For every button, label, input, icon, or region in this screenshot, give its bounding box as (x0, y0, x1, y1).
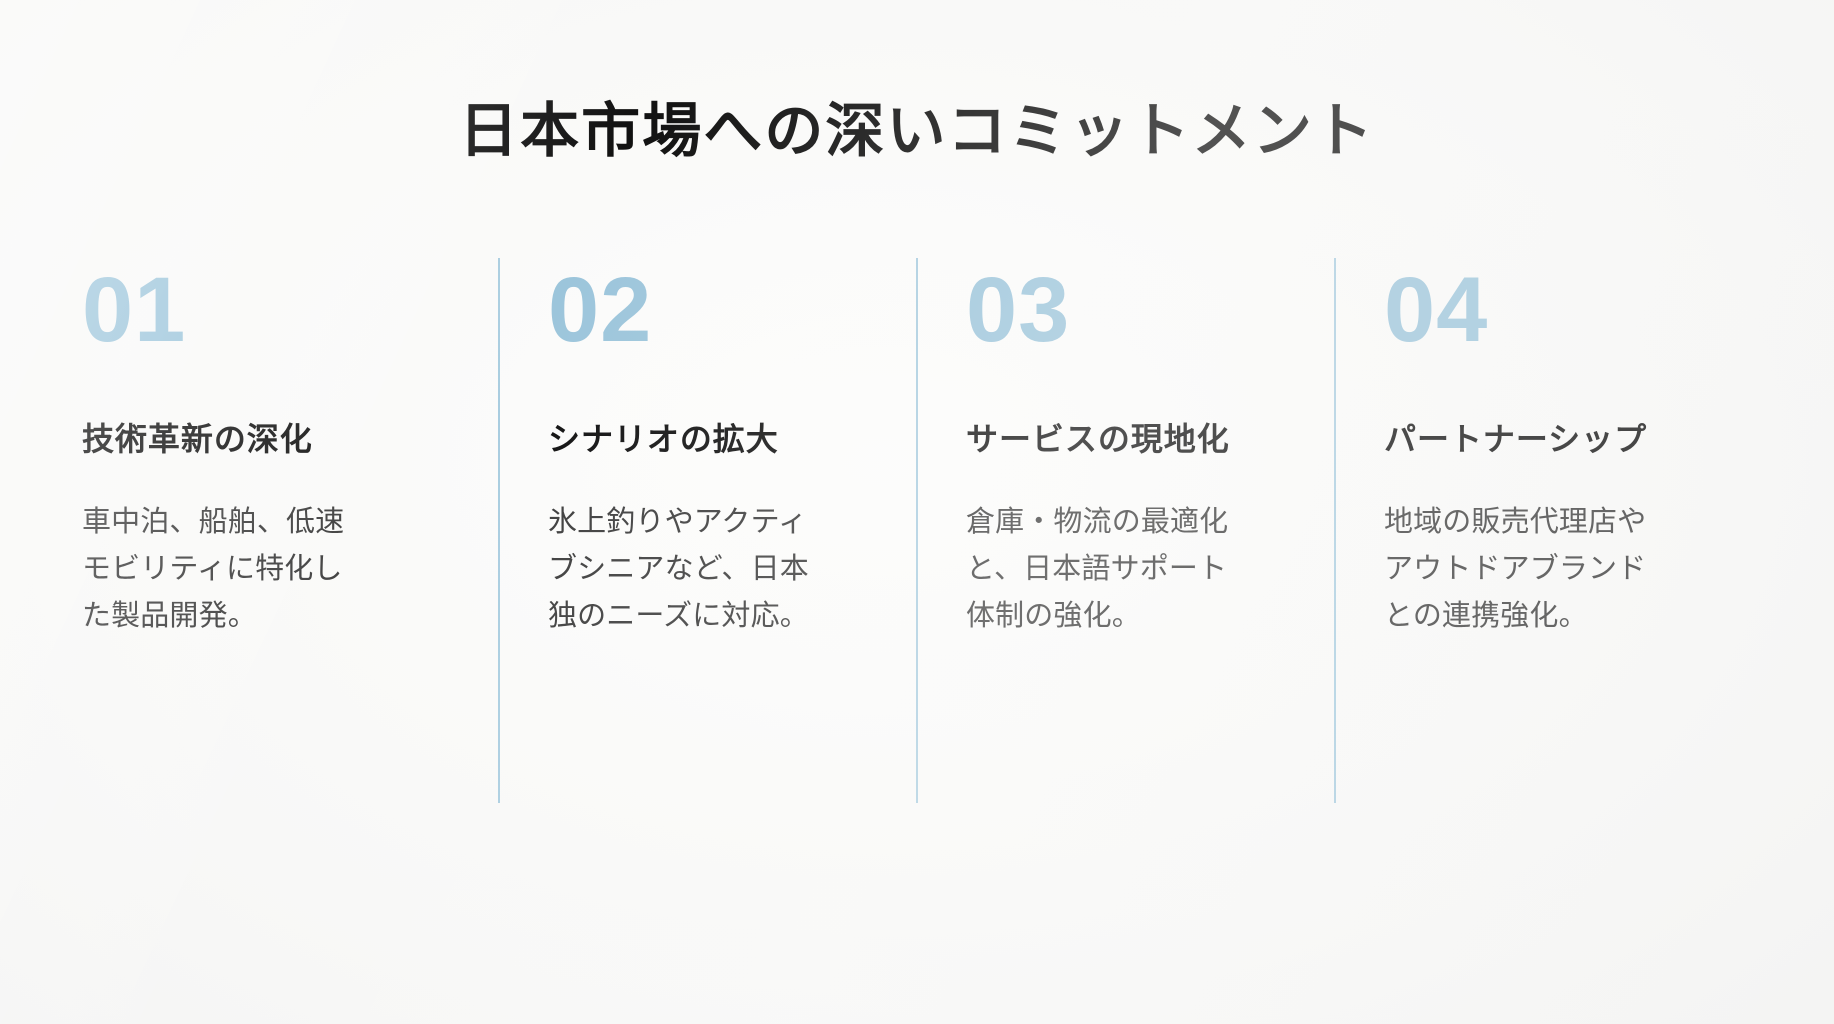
feature-column-02: 02 シナリオの拡大 氷上釣りやアクティ ブシニアなど、日本 独のニーズに対応。 (498, 258, 916, 803)
feature-body-01-line-2: モビリティに特化し (82, 552, 343, 585)
feature-heading-04: パートナーシップ (1384, 421, 1648, 457)
feature-column-01-inner: 01 技術革新の深化 車中泊、船舶、低速 モビリティに特化し た製品開発。 (82, 258, 498, 640)
feature-column-03: 03 サービスの現地化 倉庫・物流の最適化 と、日本語サポート 体制の強化。 (916, 258, 1334, 803)
page-title: 日本市場への深いコミットメント (459, 98, 1375, 164)
feature-column-04-inner: 04 パートナーシップ 地域の販売代理店や アウトドアブランド との連携強化。 (1336, 258, 1752, 640)
feature-body-01: 車中泊、船舶、低速 モビリティに特化し た製品開発。 (82, 499, 400, 640)
feature-body-03-line-1: 倉庫・物流の最適化 (966, 506, 1229, 538)
feature-column-01: 01 技術革新の深化 車中泊、船舶、低速 モビリティに特化し た製品開発。 (82, 258, 498, 803)
feature-body-02-line-1: 氷上釣りやアクティ (548, 506, 808, 538)
feature-heading-02: シナリオの拡大 (548, 421, 779, 457)
feature-body-04: 地域の販売代理店や アウトドアブランド との連携強化。 (1384, 499, 1702, 640)
feature-column-02-inner: 02 シナリオの拡大 氷上釣りやアクティ ブシニアなど、日本 独のニーズに対応。 (500, 258, 916, 640)
feature-body-02-line-2: ブシニアなど、日本 (548, 552, 809, 585)
feature-body-03-line-3: 体制の強化。 (966, 599, 1141, 632)
feature-body-01-line-1: 車中泊、船舶、低速 (82, 506, 345, 538)
feature-number-03: 03 (966, 259, 1071, 361)
feature-column-04: 04 パートナーシップ 地域の販売代理店や アウトドアブランド との連携強化。 (1334, 258, 1752, 803)
feature-heading-01: 技術革新の深化 (82, 421, 313, 457)
feature-number-04: 04 (1384, 259, 1489, 361)
feature-body-04-line-2: アウトドアブランド (1384, 552, 1647, 585)
feature-body-02: 氷上釣りやアクティ ブシニアなど、日本 独のニーズに対応。 (548, 499, 866, 640)
feature-heading-03: サービスの現地化 (966, 421, 1230, 457)
feature-column-03-inner: 03 サービスの現地化 倉庫・物流の最適化 と、日本語サポート 体制の強化。 (918, 258, 1334, 640)
feature-body-02-line-3: 独のニーズに対応。 (548, 599, 809, 632)
feature-body-04-line-3: との連携強化。 (1384, 599, 1588, 632)
feature-columns: 01 技術革新の深化 車中泊、船舶、低速 モビリティに特化し た製品開発。 02… (82, 258, 1752, 803)
feature-number-02: 02 (548, 259, 653, 361)
feature-number-01: 01 (82, 259, 187, 361)
feature-body-04-line-1: 地域の販売代理店や (1384, 506, 1647, 538)
feature-body-03: 倉庫・物流の最適化 と、日本語サポート 体制の強化。 (966, 499, 1284, 640)
feature-body-03-line-2: と、日本語サポート (966, 552, 1228, 585)
feature-body-01-line-3: た製品開発。 (82, 599, 257, 632)
